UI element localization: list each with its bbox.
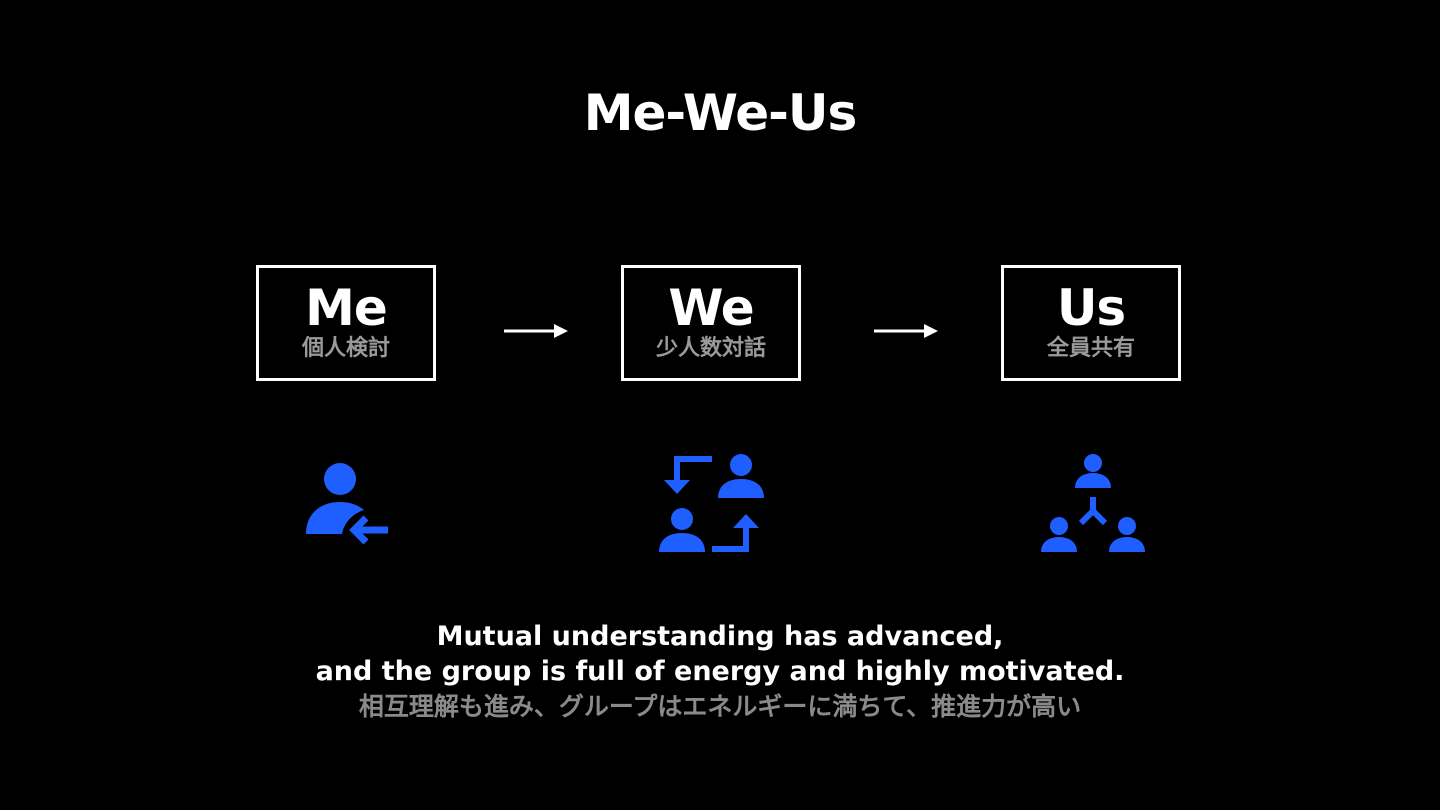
stage-label-ja: 全員共有: [1046, 336, 1135, 361]
slide-title: Me-We-Us: [583, 84, 858, 142]
person-arrow-in-icon: [306, 463, 388, 545]
stage-label-ja: 個人検討: [301, 336, 390, 361]
description-line-ja: 相互理解も進み、グループはエネルギーに満ちて、推進力が高い: [358, 692, 1082, 721]
arrow-right-icon: [504, 324, 568, 338]
stage-label-en: Me: [305, 279, 388, 337]
group-network-icon: [1041, 454, 1145, 552]
arrow-right-icon: [874, 324, 938, 338]
two-people-exchange-icon: [659, 454, 764, 552]
stage-label-ja: 少人数対話: [655, 336, 766, 361]
stage-label-en: We: [668, 279, 754, 337]
description-line-en-1: Mutual understanding has advanced,: [436, 621, 1004, 652]
description-line-en-2: and the group is full of energy and high…: [315, 656, 1125, 687]
stage-box-we: We 少人数対話: [621, 265, 801, 381]
stage-box-us: Us 全員共有: [1001, 265, 1181, 381]
stage-box-me: Me 個人検討: [256, 265, 436, 381]
stage-label-en: Us: [1056, 279, 1126, 337]
